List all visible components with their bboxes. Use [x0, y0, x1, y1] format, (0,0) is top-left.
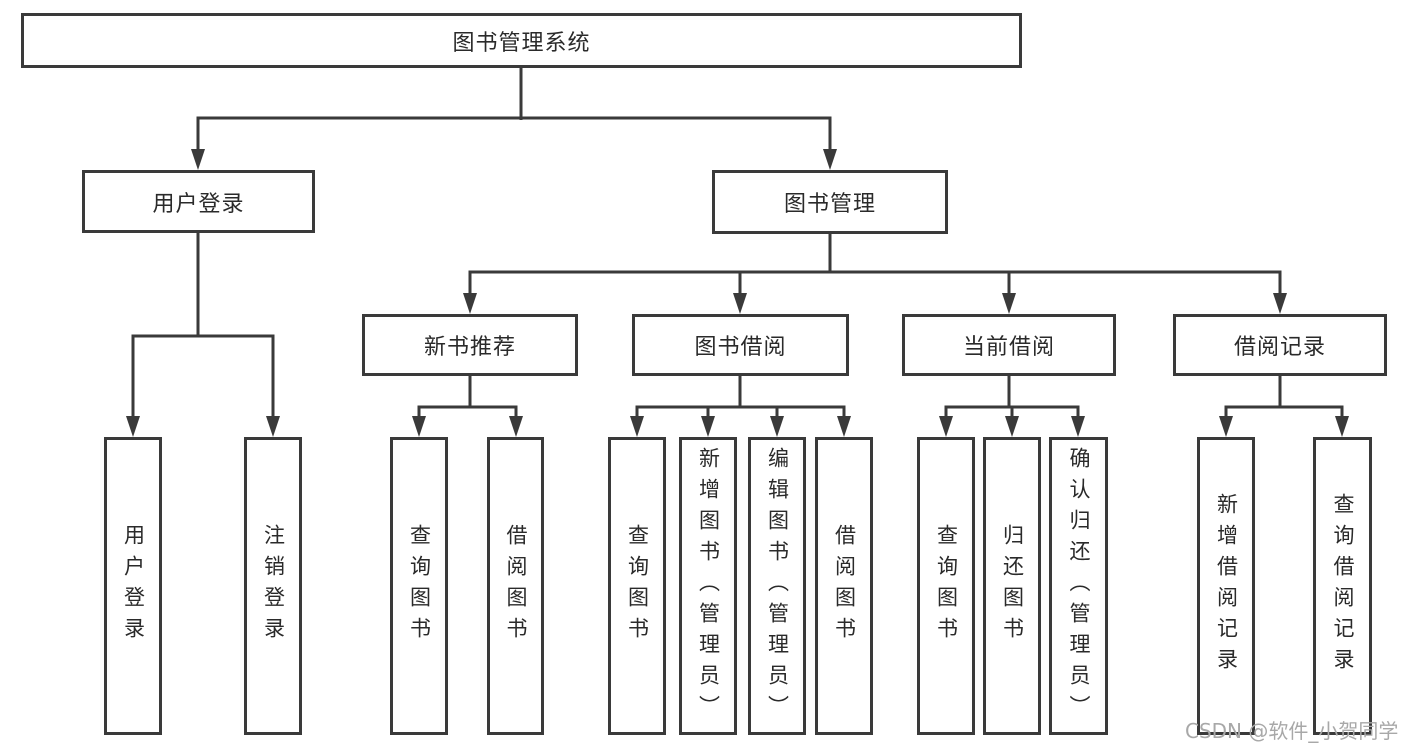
- node-new-book-rec-label: 新书推荐: [423, 335, 516, 360]
- leaf-current-query-label: 查询图书: [934, 524, 959, 648]
- node-book-mgmt-label: 图书管理: [783, 192, 876, 217]
- leaf-record-add-label: 新增借阅记录: [1214, 493, 1239, 679]
- node-user-login: 用户登录: [82, 170, 315, 233]
- csdn-watermark: CSDN @软件_小贺同学: [1185, 719, 1399, 743]
- leaf-borrow-add: 新增图书（管理员）: [679, 437, 737, 735]
- node-borrow-record-label: 借阅记录: [1233, 335, 1326, 360]
- leaf-newbook-borrow-label: 借阅图书: [504, 524, 528, 648]
- node-book-borrow-label: 图书借阅: [694, 335, 787, 360]
- arrowheads: [126, 149, 1349, 437]
- arrowhead: [1219, 416, 1233, 437]
- leaf-current-query: 查询图书: [917, 437, 975, 735]
- leaf-current-confirm-label: 确认归还（管理员）: [1067, 446, 1091, 726]
- arrowhead: [823, 149, 837, 170]
- node-current-borrow: 当前借阅: [902, 314, 1116, 376]
- arrowhead: [1335, 416, 1349, 437]
- leaf-current-return-label: 归还图书: [1000, 524, 1025, 648]
- node-borrow-record: 借阅记录: [1173, 314, 1387, 376]
- connector-user-login-to-leaves: [131, 233, 275, 419]
- arrowhead: [463, 293, 477, 314]
- leaf-logout-label: 注销登录: [261, 524, 286, 648]
- connector-new-book-rec-to-leaves: [417, 376, 518, 419]
- node-user-login-label: 用户登录: [152, 191, 245, 217]
- arrowhead: [412, 416, 426, 437]
- node-book-borrow: 图书借阅: [632, 314, 849, 376]
- node-new-book-rec: 新书推荐: [362, 314, 578, 376]
- leaf-current-return: 归还图书: [983, 437, 1041, 735]
- arrowhead: [733, 293, 747, 314]
- leaf-newbook-borrow: 借阅图书: [487, 437, 544, 735]
- arrowhead: [1002, 293, 1016, 314]
- node-root: 图书管理系统: [21, 13, 1022, 68]
- leaf-borrow-query-label: 查询图书: [625, 524, 650, 648]
- leaf-borrow-borrow: 借阅图书: [815, 437, 873, 735]
- arrowhead: [1005, 416, 1019, 437]
- node-current-borrow-label: 当前借阅: [962, 335, 1055, 360]
- arrowhead: [701, 416, 715, 437]
- leaf-borrow-query: 查询图书: [608, 437, 666, 735]
- connector-book-mgmt-to-level3: [468, 234, 1282, 296]
- leaf-record-query-label: 查询借阅记录: [1331, 493, 1355, 679]
- arrowhead: [191, 149, 205, 170]
- arrowhead: [770, 416, 784, 437]
- node-root-label: 图书管理系统: [452, 30, 591, 56]
- leaf-user-login-label: 用户登录: [121, 524, 146, 648]
- leaf-record-query: 查询借阅记录: [1313, 437, 1372, 735]
- arrowhead: [266, 416, 280, 437]
- connector-book-borrow-to-leaves: [635, 376, 846, 419]
- leaf-record-add: 新增借阅记录: [1197, 437, 1255, 735]
- leaf-logout: 注销登录: [244, 437, 302, 735]
- arrowhead: [939, 416, 953, 437]
- connector-current-borrow-to-leaves: [944, 376, 1080, 419]
- leaf-newbook-query: 查询图书: [390, 437, 448, 735]
- arrowhead: [630, 416, 644, 437]
- leaf-current-confirm: 确认归还（管理员）: [1049, 437, 1108, 735]
- node-book-mgmt: 图书管理: [712, 170, 948, 234]
- leaf-borrow-edit-label: 编辑图书（管理员）: [765, 446, 790, 726]
- arrowhead: [126, 416, 140, 437]
- connector-borrow-record-to-leaves: [1224, 376, 1344, 419]
- arrowhead: [1071, 416, 1085, 437]
- leaf-newbook-query-label: 查询图书: [407, 524, 432, 648]
- arrowhead: [1273, 293, 1287, 314]
- leaf-borrow-borrow-label: 借阅图书: [832, 524, 857, 648]
- connector-root-to-level2: [196, 68, 832, 152]
- leaf-user-login: 用户登录: [104, 437, 162, 735]
- arrowhead: [837, 416, 851, 437]
- arrowhead: [509, 416, 523, 437]
- leaf-borrow-edit: 编辑图书（管理员）: [748, 437, 806, 735]
- leaf-borrow-add-label: 新增图书（管理员）: [696, 446, 721, 726]
